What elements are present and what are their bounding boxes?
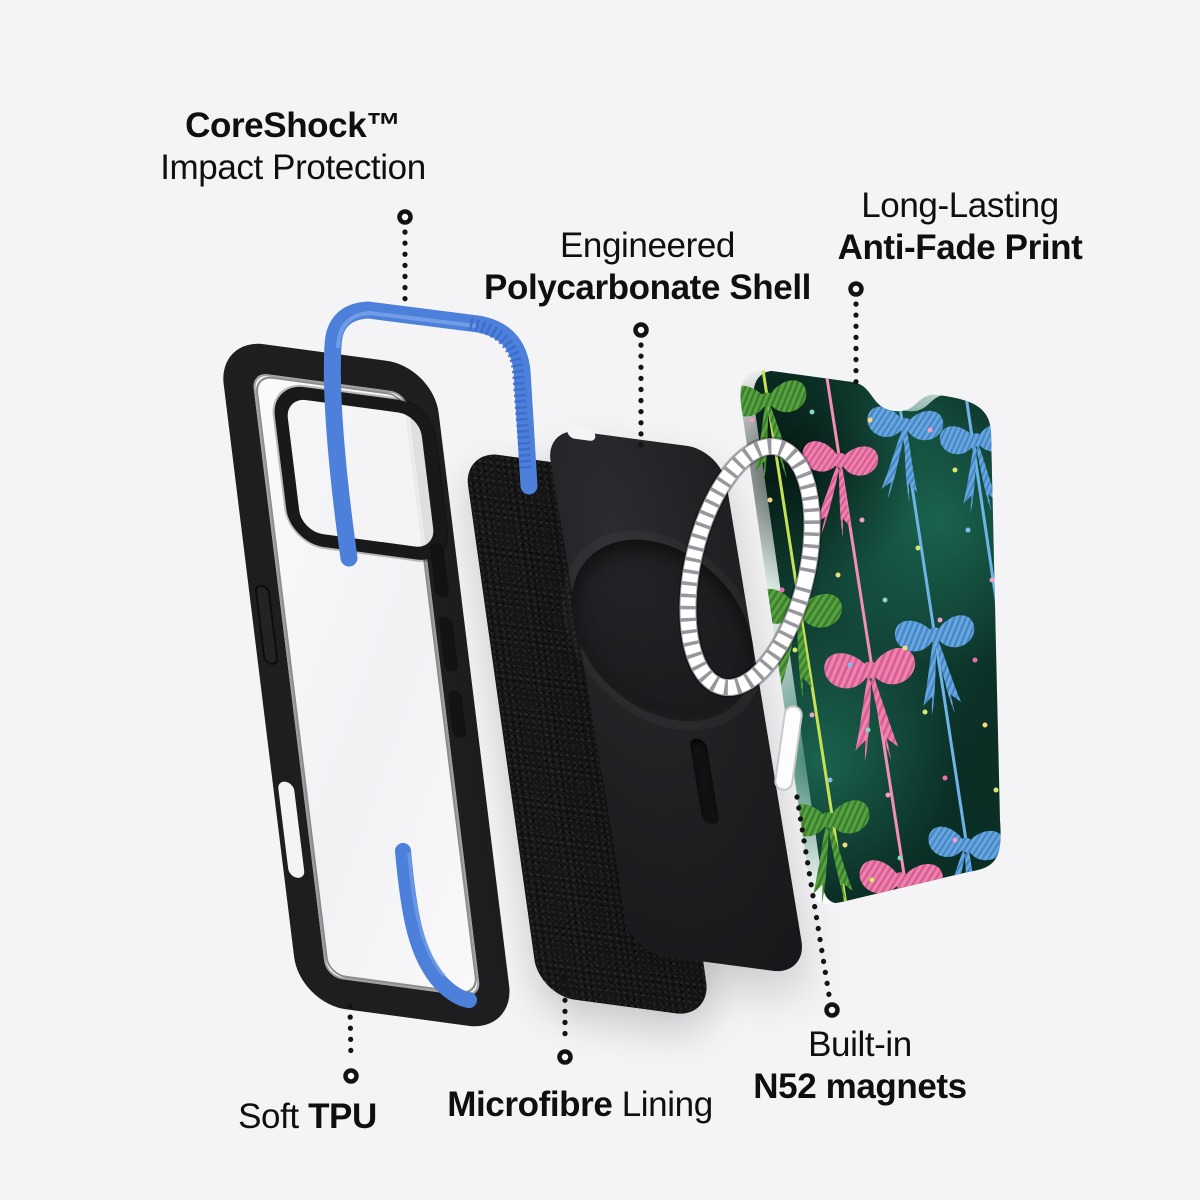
- label-print-line1: Long-Lasting: [861, 186, 1059, 225]
- leader-ring-shell: [633, 322, 649, 338]
- label-magnets-line1: Built-in: [808, 1025, 912, 1064]
- case-power-button-cutout: [447, 689, 468, 740]
- label-tpu-pre: Soft: [238, 1097, 309, 1136]
- label-coreshock-line1: CoreShock™: [185, 106, 401, 145]
- label-n52-magnets: Built-in N52 magnets: [660, 1024, 1060, 1108]
- leader-tpu: [347, 1003, 354, 1063]
- clear-case-frame: [218, 338, 515, 1033]
- leader-ring-print: [848, 281, 864, 297]
- label-lining-post: Lining: [612, 1085, 713, 1124]
- label-shell-line2: Polycarbonate Shell: [484, 268, 811, 307]
- label-polycarbonate-shell: Engineered Polycarbonate Shell: [445, 225, 850, 309]
- sheet-alignment-pill: [774, 705, 803, 791]
- label-lining-bold: Microfibre: [447, 1085, 613, 1124]
- leader-ring-lining: [557, 1049, 573, 1065]
- leader-ring-coreshock: [397, 209, 413, 225]
- label-coreshock: CoreShock™ Impact Protection: [88, 105, 498, 189]
- magnet-alignment-slot: [688, 737, 720, 826]
- shell-top-notch: [566, 424, 597, 442]
- leader-magnets: [794, 794, 832, 998]
- case-side-button: [254, 583, 279, 666]
- leader-ring-magnets: [824, 1002, 840, 1018]
- magsafe-recess: [557, 528, 768, 733]
- leader-ring-tpu: [343, 1068, 359, 1084]
- label-shell-line1: Engineered: [559, 226, 736, 265]
- label-magnets-line2: N52 magnets: [753, 1067, 967, 1106]
- confetti-dots: [749, 409, 999, 883]
- label-tpu-bold: TPU: [308, 1097, 377, 1136]
- case-lanyard-cutout: [277, 780, 306, 879]
- label-coreshock-line2: Impact Protection: [160, 148, 426, 187]
- label-anti-fade-print: Long-Lasting Anti-Fade Print: [760, 185, 1160, 269]
- case-volume-button-cutout: [428, 541, 450, 599]
- case-volume-button-cutout: [437, 615, 459, 673]
- label-microfibre-lining: Microfibre Lining: [380, 1084, 780, 1126]
- label-soft-tpu: Soft TPU: [110, 1096, 505, 1138]
- label-print-line2: Anti-Fade Print: [837, 228, 1083, 267]
